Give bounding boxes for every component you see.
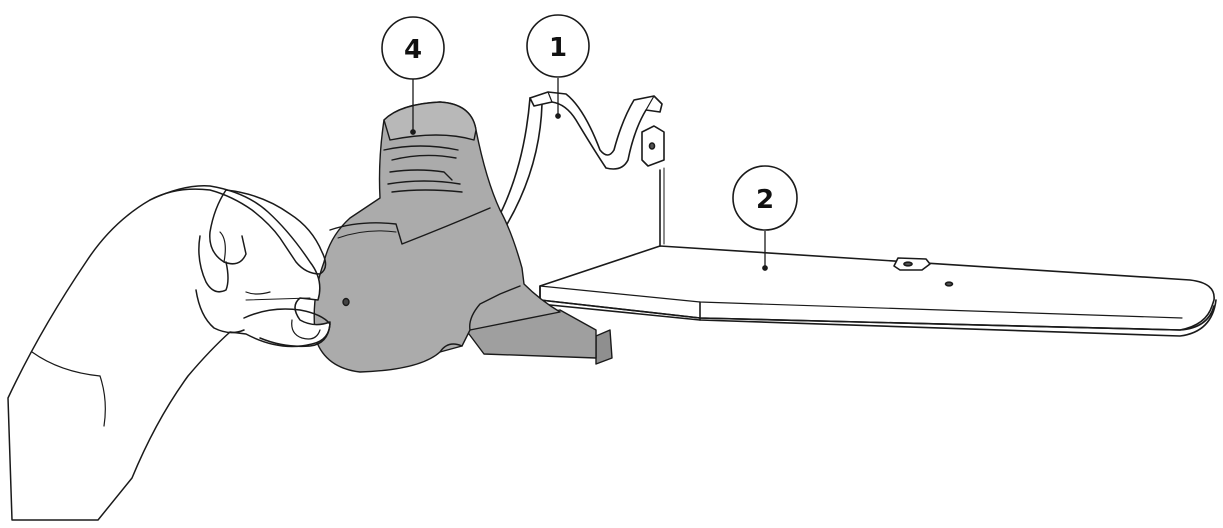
base-tray-illustration [540,246,1216,336]
hand-illustration [8,186,330,520]
callout-2: 2 [733,166,797,230]
callout-label-1: 1 [549,33,567,63]
callout-4: 4 [382,17,444,79]
backrest-bracket-illustration [496,92,664,246]
callout-1: 1 [527,15,589,77]
seat-part-illustration [314,102,612,372]
leader-dot-2 [763,266,767,270]
callout-label-2: 2 [756,185,774,215]
callout-label-4: 4 [404,35,422,65]
leader-dot-4 [411,130,415,134]
leader-dot-1 [556,114,560,118]
